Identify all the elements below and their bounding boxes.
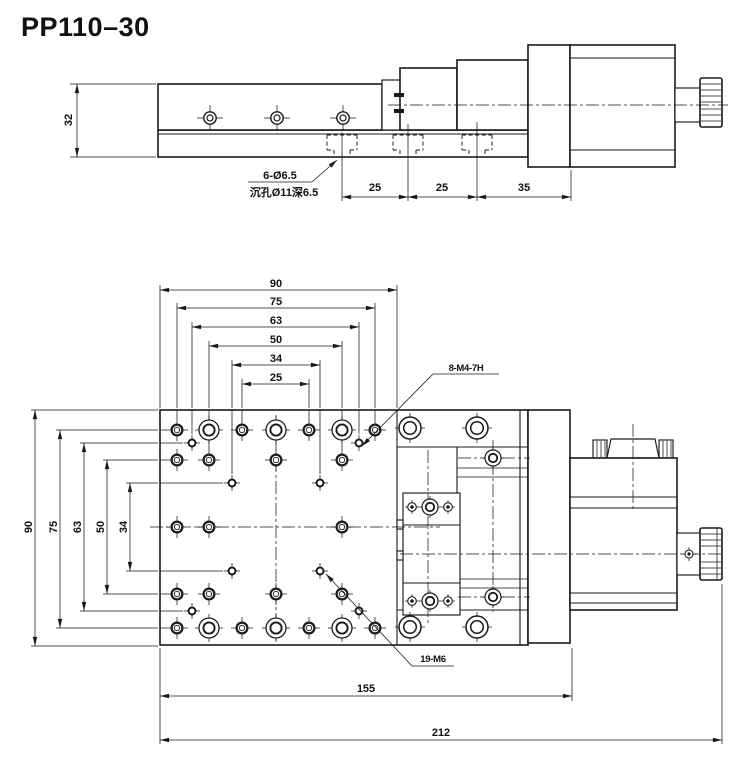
knob-knurling: [701, 533, 721, 575]
dim-v-63: 63: [72, 521, 84, 533]
coupling-housing: [399, 67, 458, 131]
dim-v-90: 90: [23, 521, 35, 533]
dim-v-75: 75: [48, 521, 60, 533]
dim-35: 35: [518, 182, 530, 194]
dim-212: 212: [432, 727, 450, 739]
dim-25a: 25: [369, 182, 381, 194]
dim-h-34: 34: [270, 353, 283, 365]
carriage-tab: [396, 550, 404, 561]
motor-mount-plate-side: [527, 44, 571, 168]
dim-155: 155: [357, 683, 375, 695]
side-view: 32 25 25 35 6-Ø6.5 沉孔Ø11深6.5: [63, 44, 728, 201]
knob-knurling: [701, 83, 721, 122]
dim-25b: 25: [436, 182, 448, 194]
motor-body-plan: [569, 457, 678, 611]
label-m4-holes: 8-M4-7H: [449, 363, 484, 374]
gearbox-block: [456, 59, 529, 131]
dim-v-34: 34: [118, 520, 130, 533]
dim-h-75: 75: [270, 296, 282, 308]
label-m6-holes: 19-M6: [420, 654, 445, 665]
bearing-mark: [394, 93, 404, 97]
note-counterbore: 沉孔Ø11深6.5: [250, 185, 318, 199]
dim-32: 32: [63, 114, 75, 126]
part-number-title: PP110–30: [21, 12, 150, 42]
motor-body-side: [569, 44, 676, 168]
dim-h-25: 25: [270, 372, 282, 384]
knob-side: [699, 77, 723, 128]
carriage-tab: [396, 519, 404, 530]
table-plate-side: [157, 83, 383, 131]
dim-h-90: 90: [270, 278, 282, 290]
rail-lines: [457, 467, 528, 589]
note-hole-count: 6-Ø6.5: [263, 170, 297, 182]
dim-h-50: 50: [270, 334, 282, 346]
plan-view: 90 75 63 50 34 25 90 75 63 50 34 155 212: [23, 278, 724, 744]
knob-set-screw: [682, 547, 697, 561]
dim-v-50: 50: [95, 521, 107, 533]
motor-mount-plate-plan: [527, 409, 571, 644]
dim-h-63: 63: [270, 315, 282, 327]
bearing-mark: [394, 109, 404, 113]
